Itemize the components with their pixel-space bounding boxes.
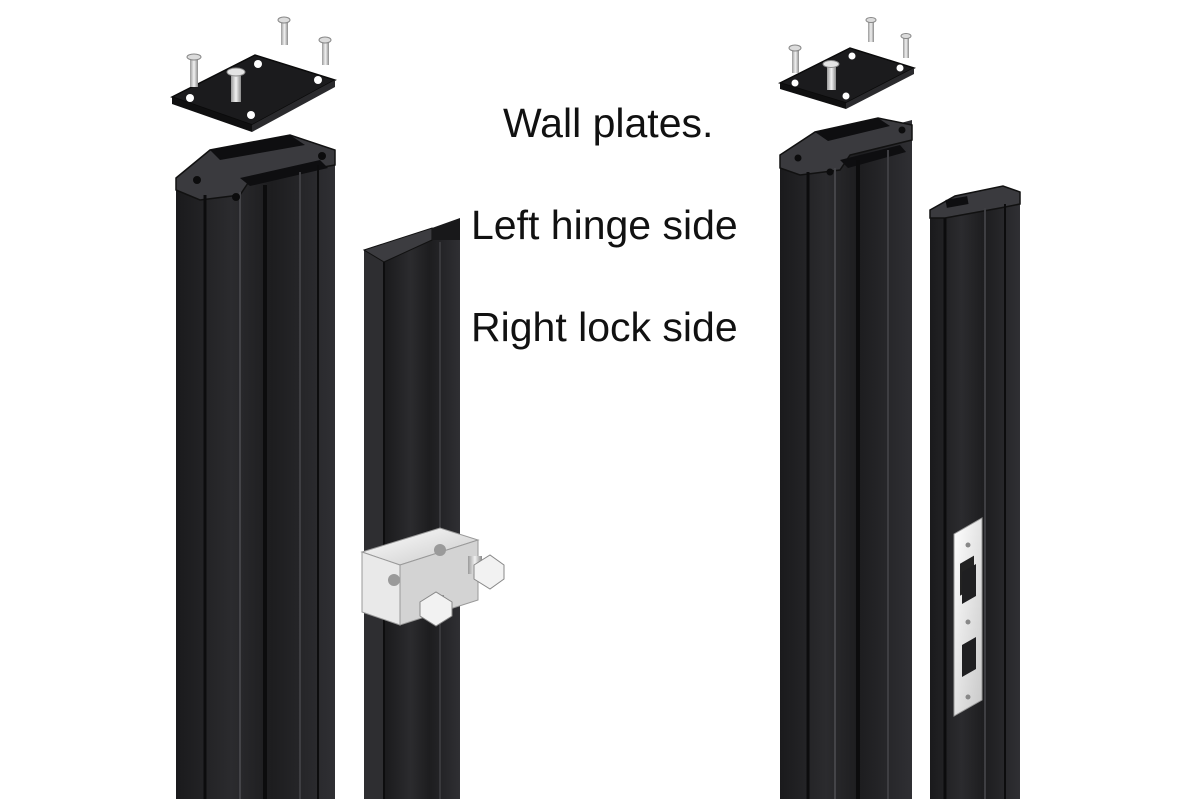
right-wall-plate [777,47,916,109]
left-wall-plate [170,54,337,132]
hinge-bracket [360,527,505,627]
wall-plate-screws-left [186,16,332,102]
wall-plate-screws-right [788,17,912,90]
caption-right-lock-side: Right lock side [471,304,738,350]
strike-plate [953,517,983,717]
caption-wall-plates: Wall plates. [503,100,713,146]
caption-left-hinge-side: Left hinge side [471,202,738,248]
left-hinge-channel [362,218,460,799]
right-lock-channel [929,185,1021,799]
right-lock-post [779,117,913,799]
left-hinge-post [175,134,336,799]
